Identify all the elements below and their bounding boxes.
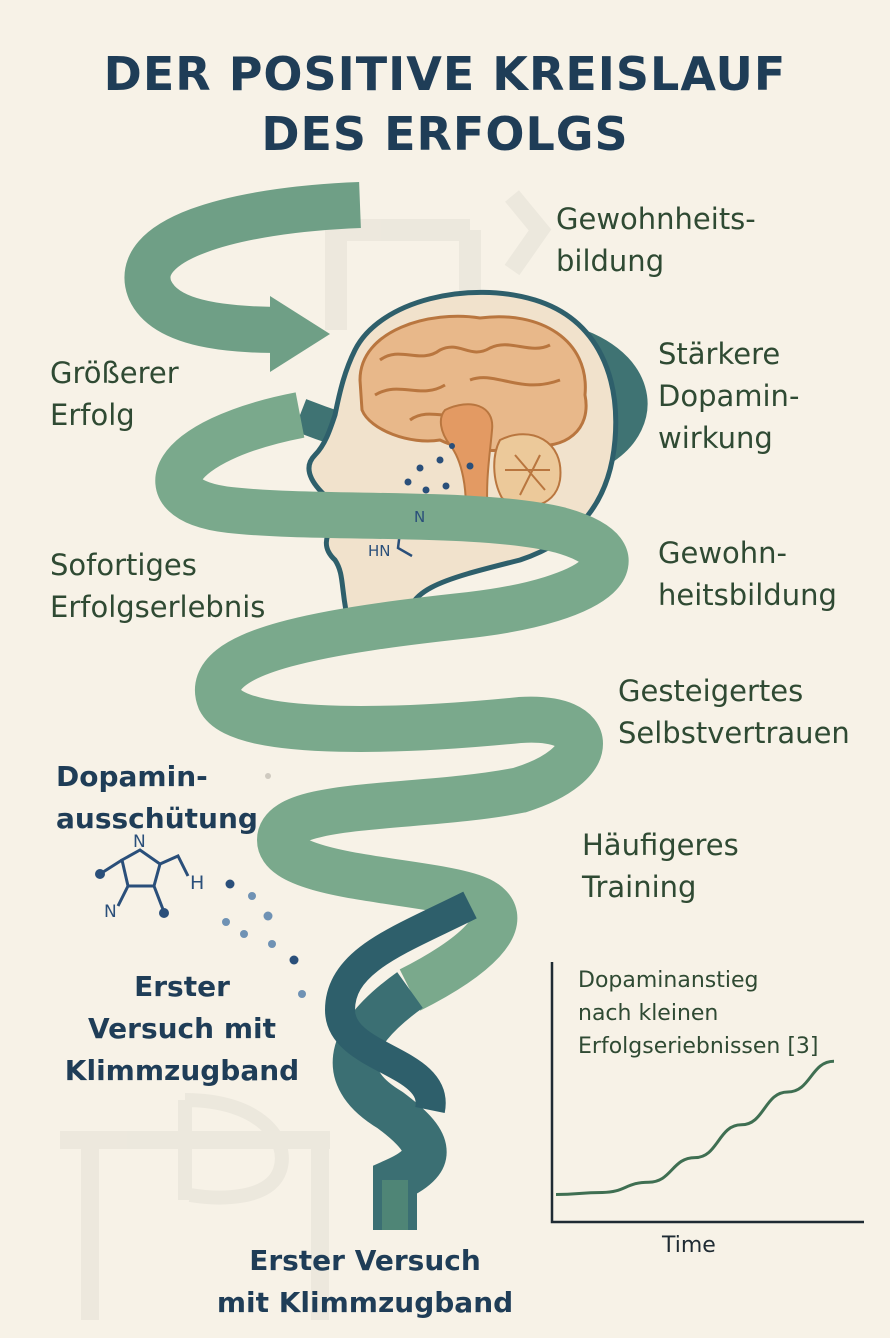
- label-line: Erster: [134, 970, 230, 1003]
- brain-icon: [358, 314, 588, 523]
- label-line: Gesteigertes: [618, 674, 804, 708]
- title-line-1: DER POSITIVE KREISLAUF: [103, 47, 787, 101]
- label-line: Dopamin-: [658, 379, 800, 413]
- label-line: Selbstvertrauen: [618, 716, 850, 750]
- label-line: Versuch mit: [88, 1012, 276, 1045]
- label-line: bildung: [556, 244, 665, 278]
- molecule-small-hn: HN: [368, 542, 391, 560]
- label-line: Gewohnheits-: [556, 202, 756, 236]
- chart-title-line: nach kleinen: [578, 1001, 719, 1026]
- label-dopaminausschuettung: Dopamin- ausschütung: [56, 756, 258, 840]
- molecule-small-n: N: [414, 508, 426, 526]
- chart-title-line: Dopaminanstieg: [578, 968, 759, 993]
- label-gewohnheits-bildung: Gewohnheits- bildung: [556, 198, 756, 282]
- spiral-ribbon: [155, 392, 629, 1230]
- label-line: Gewohn-: [658, 536, 787, 570]
- label-line: Häufigeres: [582, 828, 739, 862]
- label-line: mit Klimmzugband: [216, 1286, 514, 1319]
- top-arrow-ribbon: [124, 182, 361, 353]
- label-line: Dopamin-: [56, 760, 208, 793]
- label-line: ausschütung: [56, 802, 258, 835]
- page-title: DER POSITIVE KREISLAUF DES ERFOLGS: [0, 44, 890, 164]
- title-line-2: DES ERFOLGS: [261, 107, 629, 161]
- label-line: Erster Versuch: [249, 1244, 481, 1277]
- label-line: heitsbildung: [658, 578, 837, 612]
- label-haeufigeres-training: Häufigeres Training: [582, 824, 739, 908]
- label-gewohnheitsbildung: Gewohn- heitsbildung: [658, 532, 837, 616]
- molecule-large-n-top: N: [133, 832, 146, 852]
- label-erster-versuch-bottom: Erster Versuch mit Klimmzugband: [160, 1240, 570, 1324]
- label-line: Klimmzugband: [64, 1054, 300, 1087]
- label-line: Sofortiges: [50, 548, 197, 582]
- label-sofortiges-erfolgserlebnis: Sofortiges Erfolgserlebnis: [50, 544, 265, 628]
- chart-x-axis-label: Time: [662, 1233, 716, 1258]
- label-gesteigertes-selbstvertrauen: Gesteigertes Selbstvertrauen: [618, 670, 850, 754]
- label-line: wirkung: [658, 421, 773, 455]
- label-line: Erfolg: [50, 398, 135, 432]
- label-groesserer-erfolg: Größerer Erfolg: [50, 352, 179, 436]
- label-line: Stärkere: [658, 337, 781, 371]
- dopamine-dots-left: [222, 773, 306, 998]
- molecule-large-h: H: [190, 872, 205, 894]
- label-staerkere-dopaminwirkung: Stärkere Dopamin- wirkung: [658, 333, 799, 459]
- molecule-large-atoms: [95, 869, 169, 918]
- chart-axes: [550, 962, 864, 1224]
- chart-line-series: [555, 1059, 835, 1196]
- molecule-large-bonds: [99, 848, 190, 913]
- pullup-bar-faint-top: [325, 190, 552, 330]
- label-line: Größerer: [50, 356, 179, 390]
- pullup-bar-faint-bottom: [60, 1093, 330, 1320]
- top-arrow-head: [270, 296, 330, 372]
- chart-title-line: Erfolgseriebnissen [3]: [578, 1034, 819, 1059]
- chart-title: Dopaminanstieg nach kleinen Erfolgserieb…: [578, 964, 878, 1063]
- label-erster-versuch-left: Erster Versuch mit Klimmzugband: [40, 966, 324, 1092]
- label-line: Erfolgserlebnis: [50, 590, 266, 624]
- molecule-large-n-bottom: N: [104, 902, 117, 922]
- label-line: Training: [582, 870, 697, 904]
